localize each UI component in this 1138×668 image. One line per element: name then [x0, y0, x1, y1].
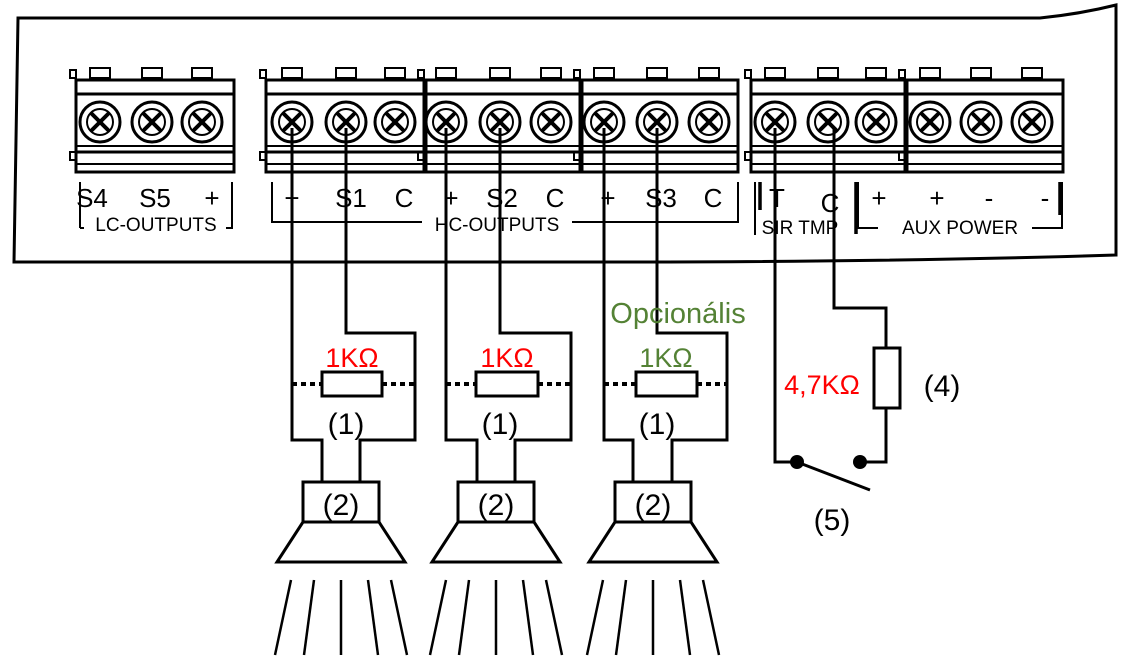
screw-terminal-icon: [529, 100, 573, 144]
resistor-value-2: 1KΩ: [480, 343, 533, 373]
terminal-labels: S4 S5 + + S1 C + S2 C + S3 C T C + + - -: [76, 183, 1049, 218]
callout-5: (5): [814, 504, 851, 537]
resistor-value-1: 1KΩ: [325, 343, 378, 373]
resistor-icon: [292, 370, 415, 398]
screw-terminal-icon: [270, 100, 314, 144]
speaker-icon: [428, 480, 564, 656]
terminal-label: S5: [139, 183, 171, 213]
callout-1: (1): [328, 408, 365, 441]
terminal-label: +: [871, 183, 886, 213]
resistor-icon: [872, 346, 902, 410]
screw-terminal-icon: [373, 100, 417, 144]
terminal-blocks: [69, 67, 1065, 174]
terminal-label: S1: [335, 183, 367, 213]
panel-outline: [12, 3, 1118, 264]
terminal-block: [69, 67, 236, 174]
terminal-label: C: [704, 183, 723, 213]
eol-resistors: [292, 346, 902, 410]
screw-terminal-icon: [806, 100, 850, 144]
screw-terminal-icon: [908, 100, 952, 144]
callout-2: (2): [478, 489, 515, 522]
screw-terminal-icon: [1010, 100, 1054, 144]
resistor-icon: [446, 370, 571, 398]
optional-label: Opcionális: [610, 298, 745, 330]
screw-terminal-icon: [130, 100, 174, 144]
screw-terminal-icon: [687, 100, 731, 144]
resistor-value-4: 4,7KΩ: [784, 370, 860, 400]
speaker-icon: [585, 480, 721, 656]
terminal-label: C: [546, 183, 565, 213]
group-label-aux-power: AUX POWER: [902, 218, 1018, 239]
terminal-label: C: [821, 188, 840, 218]
resistor-value-3: 1KΩ: [639, 343, 692, 373]
terminal-label: +: [204, 183, 219, 213]
callout-1: (1): [482, 408, 519, 441]
group-label-sir-tmp: SIR TMP: [762, 218, 839, 239]
annotations: Opcionális 1KΩ 1KΩ 1KΩ 4,7KΩ (1) (1) (1)…: [323, 298, 961, 537]
resistor-icon: [604, 370, 727, 398]
speakers: [273, 480, 721, 656]
terminal-label: T: [769, 183, 785, 213]
group-brackets: [79, 182, 1063, 235]
terminal-block: [259, 67, 428, 174]
group-brackets-thick: [758, 182, 1062, 234]
callout-2: (2): [323, 489, 360, 522]
callout-2: (2): [635, 489, 672, 522]
screw-terminal-icon: [854, 100, 898, 144]
terminal-block: [898, 67, 1065, 174]
screw-terminal-icon: [78, 100, 122, 144]
speaker-icon: [273, 480, 409, 656]
terminal-label: S4: [76, 183, 108, 213]
terminal-label: -: [985, 183, 994, 213]
terminal-label: S2: [486, 183, 518, 213]
terminal-label: +: [929, 183, 944, 213]
switch-icon: [790, 455, 871, 492]
terminal-block: [417, 67, 584, 174]
group-labels: LC-OUTPUTS HC-OUTPUTS SIR TMP AUX POWER: [95, 215, 1018, 239]
terminal-block: [744, 67, 909, 174]
wires: [290, 128, 888, 482]
terminal-label: C: [395, 183, 414, 213]
terminal-label: S3: [645, 183, 677, 213]
terminal-label: -: [1041, 183, 1050, 213]
group-label-hc-outputs: HC-OUTPUTS: [435, 215, 560, 236]
callout-4: (4): [924, 370, 961, 403]
screw-terminal-icon: [959, 100, 1003, 144]
group-label-lc-outputs: LC-OUTPUTS: [95, 215, 216, 236]
callout-1: (1): [639, 408, 676, 441]
screw-terminal-icon: [180, 100, 224, 144]
